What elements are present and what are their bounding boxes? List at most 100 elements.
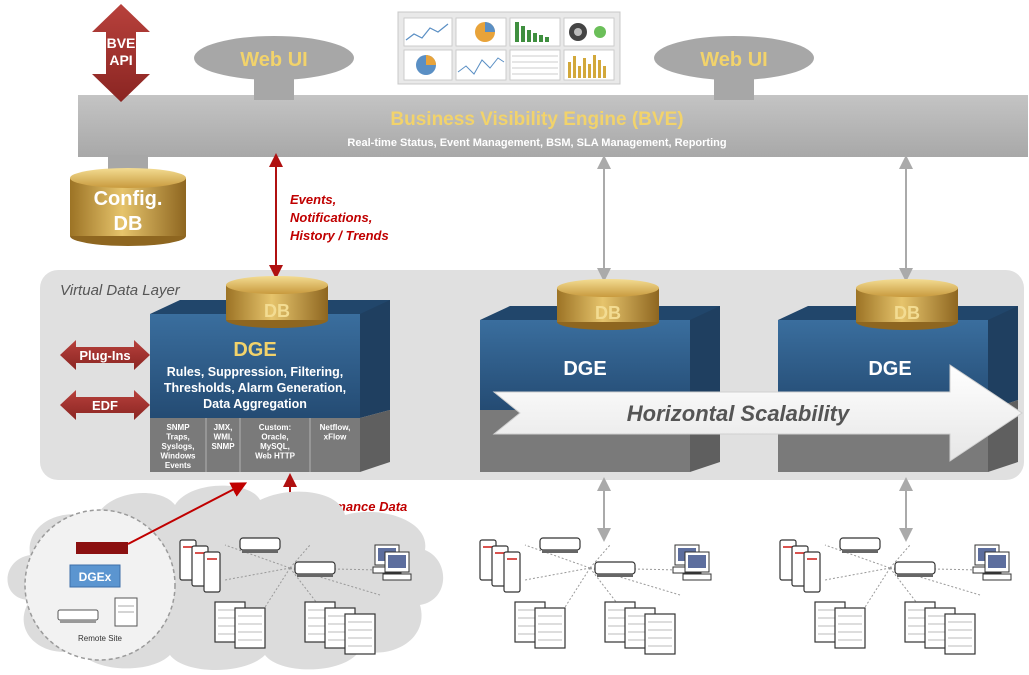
collector-cell-2-line-3: SNMP (211, 442, 235, 451)
network-link (289, 544, 311, 569)
collector-cell-4-line-1: Netflow, (320, 423, 351, 432)
network-link (589, 544, 611, 569)
network-link (859, 567, 891, 616)
bve-api-label-2: API (109, 52, 132, 68)
collector-cell-2-line-2: WMI, (214, 433, 233, 442)
rack-icon (834, 607, 866, 649)
router-base (897, 574, 933, 577)
collector-cell-2-line-1: JMX, (214, 423, 233, 432)
workstation-keyboard (982, 573, 1012, 581)
dge-main-desc-3: Data Aggregation (203, 397, 307, 411)
bve-bar (78, 95, 1028, 157)
dge-middle-block (480, 306, 720, 472)
dashboard-thumbnail-icon (397, 11, 621, 85)
events-label-3: History / Trends (290, 228, 389, 243)
virtual-data-layer-label: Virtual Data Layer (60, 282, 181, 299)
bve-subtitle: Real-time Status, Event Management, BSM,… (347, 137, 726, 149)
network-link (524, 544, 591, 569)
rack-icon (944, 613, 976, 655)
config-db-label-1: Config. (94, 188, 163, 210)
network-link (559, 567, 591, 616)
router-base (842, 550, 878, 553)
remote-site-circle (24, 509, 176, 661)
remote-site-link (127, 482, 248, 545)
edf-label: EDF (92, 398, 118, 413)
config-db-label-2: DB (114, 213, 143, 235)
events-label-2: Notifications, (290, 210, 372, 225)
bve-title: Business Visibility Engine (BVE) (390, 109, 683, 130)
dge-right-title: DGE (868, 358, 911, 380)
collector-cell-1-line-3: Syslogs, (162, 442, 195, 451)
router-icon (839, 537, 881, 551)
collector-cell-1-line-1: SNMP (166, 423, 190, 432)
dge-main-desc-2: Thresholds, Alarm Generation, (164, 381, 346, 395)
router-icon (594, 561, 636, 575)
network-link (224, 567, 291, 581)
dgex-box (69, 564, 121, 588)
events-label-1: Events, (290, 192, 336, 207)
workstation-keyboard (682, 573, 712, 581)
workstation-keyboard (382, 573, 412, 581)
plugins-arrow[interactable] (60, 340, 150, 370)
collector-cell-4-line-2: xFlow (324, 433, 347, 442)
network-link (824, 544, 891, 569)
collector-cell-1-line-4: Windows (160, 452, 196, 461)
server-led (495, 552, 505, 554)
web-ui-right-label: Web UI (700, 49, 767, 71)
dge-middle-title: DGE (563, 358, 606, 380)
web-ui-right[interactable] (654, 36, 814, 80)
server-led (207, 558, 217, 560)
device-cluster-middle (479, 537, 712, 655)
server-led (807, 558, 817, 560)
router-icon (539, 537, 581, 551)
workstation-screen (388, 555, 406, 568)
server-led (195, 552, 205, 554)
router-icon (894, 561, 936, 575)
db-label-middle: DB (595, 303, 621, 323)
network-link (824, 567, 891, 581)
router-base (542, 550, 578, 553)
rack-icon (644, 613, 676, 655)
dge-main-title: DGE (233, 339, 276, 361)
collector-cell-3-line-3: MySQL, (260, 442, 290, 451)
db-cylinder-middle (557, 279, 659, 330)
bve-api-label-1: BVE (107, 35, 136, 51)
db-label-right: DB (894, 303, 920, 323)
network-link (259, 567, 291, 616)
router-base (242, 550, 278, 553)
edf-arrow[interactable] (60, 390, 150, 420)
router-base (597, 574, 633, 577)
network-link (589, 567, 631, 621)
router-icon (294, 561, 336, 575)
horizontal-scalability-label: Horizontal Scalability (627, 401, 851, 426)
dgex-label: DGEx (79, 570, 112, 584)
router-icon (239, 537, 281, 551)
rack-icon (234, 607, 266, 649)
network-link (224, 544, 291, 569)
web-ui-left[interactable] (194, 36, 354, 80)
collector-cell-3-line-4: Web HTTP (255, 452, 296, 461)
server-led (183, 546, 193, 548)
router-base (297, 574, 333, 577)
server-icon (803, 551, 821, 593)
config-db-cylinder (70, 168, 186, 246)
dge-main-desc-1: Rules, Suppression, Filtering, (167, 365, 343, 379)
db-label-main: DB (264, 301, 290, 321)
server-led (483, 546, 493, 548)
remote-site-bar (76, 542, 128, 554)
db-cylinder-main (226, 276, 328, 328)
bve-api-arrow[interactable] (92, 4, 150, 102)
workstation-screen (988, 555, 1006, 568)
horizontal-scalability-arrow (492, 364, 1023, 462)
device-cluster-right (779, 537, 1012, 655)
web-ui-left-label: Web UI (240, 49, 307, 71)
server-led (507, 558, 517, 560)
rack-icon (344, 613, 376, 655)
server-led (783, 546, 793, 548)
router-icon (57, 609, 99, 623)
network-link (889, 544, 911, 569)
rack-icon (534, 607, 566, 649)
network-link (289, 567, 331, 621)
server-icon (203, 551, 221, 593)
